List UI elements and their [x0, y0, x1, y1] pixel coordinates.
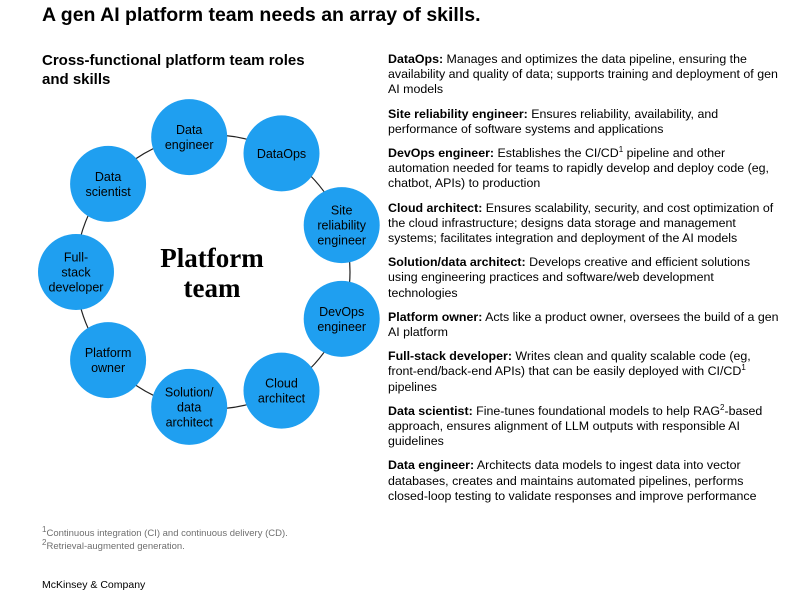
subheading: Cross-functional platform team roles and…	[42, 52, 305, 88]
role-node-label-line: DevOps	[319, 305, 364, 319]
role-desc-continued: pipeline and other automation needed for…	[388, 146, 769, 191]
role-node-label-line: Solution/	[165, 385, 214, 399]
role-node-label-line: architect	[166, 415, 214, 429]
role-node-circle	[243, 352, 320, 429]
footnote-number: 2	[42, 537, 47, 547]
role-node-label-line: engineer	[165, 138, 214, 152]
role-desc: Ensures scalability, security, and cost …	[388, 200, 774, 246]
footnote: 2Retrieval-augmented generation.	[42, 538, 288, 554]
role-node-label-line: scientist	[86, 185, 132, 199]
role-description: Platform owner: Acts like a product owne…	[388, 310, 780, 340]
role-name: Platform owner:	[388, 309, 483, 324]
role-desc: Acts like a product owner, oversees the …	[388, 309, 779, 340]
role-node-label-line: Data	[95, 170, 121, 184]
role-node-circle	[38, 234, 114, 310]
role-node-label-line: reliability	[317, 219, 366, 233]
footnote-number: 1	[42, 524, 47, 534]
role-description: Data engineer: Architects data models to…	[388, 458, 780, 504]
role-name: Solution/data architect:	[388, 255, 526, 270]
role-description: DevOps engineer: Establishes the CI/CD1 …	[388, 144, 780, 192]
role-node-circle	[70, 322, 147, 399]
role-desc: Establishes the CI/CD	[497, 146, 619, 161]
role-description: DataOps: Manages and optimizes the data …	[388, 52, 780, 98]
footnote: 1Continuous integration (CI) and continu…	[42, 524, 288, 541]
role-desc: Writes clean and quality scalable code (…	[388, 349, 751, 379]
role-name: DataOps:	[388, 52, 444, 66]
role-name: Full-stack developer:	[388, 349, 512, 364]
role-node-circle	[243, 115, 320, 192]
role-node-label-line: owner	[91, 361, 125, 375]
center-label-line: team	[183, 273, 241, 303]
brand-name: McKinsey & Company	[42, 579, 146, 591]
role-node-circle	[151, 99, 228, 176]
role-description: Full-stack developer: Writes clean and q…	[388, 349, 780, 395]
role-node-label-line: DataOps	[257, 147, 306, 161]
role-desc: Develops creative and efficient solution…	[388, 255, 751, 300]
role-node-label-line: engineer	[317, 234, 366, 248]
role-node-circle	[70, 145, 147, 222]
role-node-label-line: developer	[49, 281, 104, 295]
role-node-label-line: architect	[258, 392, 306, 406]
footnote-marker: 1	[618, 144, 624, 154]
footnotes: 1Continuous integration (CI) and continu…	[42, 524, 288, 554]
role-desc: Architects data models to ingest data in…	[388, 458, 757, 503]
role-name: Data engineer:	[388, 458, 475, 473]
role-node-label-line: engineer	[317, 320, 366, 334]
center-label-line: Platform	[160, 243, 264, 273]
headline: A gen AI platform team needs an array of…	[42, 4, 481, 26]
role-description: Data scientist: Fine-tunes foundational …	[388, 402, 780, 450]
role-desc: Fine-tunes foundational models to help R…	[476, 403, 720, 418]
role-desc-continued: -based approach, ensures alignment of LL…	[388, 403, 763, 449]
role-node-label-line: Full-	[64, 251, 88, 265]
role-desc-continued: pipelines	[388, 379, 437, 394]
footnote-text: Retrieval-augmented generation.	[46, 540, 185, 552]
role-name: DevOps engineer:	[388, 146, 495, 161]
role-desc: Ensures reliability, availability, and p…	[388, 106, 719, 136]
role-node-label-line: stack	[61, 266, 91, 280]
role-node-label-line: Platform	[85, 346, 132, 360]
role-description: Site reliability engineer: Ensures relia…	[388, 107, 780, 137]
role-node-label: DataOps	[257, 147, 306, 161]
role-node-circle	[151, 368, 228, 445]
center-label: Platform team	[140, 243, 284, 303]
role-description: Cloud architect: Ensures scalability, se…	[388, 201, 780, 247]
role-node-circle	[303, 187, 380, 264]
role-name: Cloud architect:	[388, 200, 483, 215]
footnote-text: Continuous integration (CI) and continuo…	[46, 528, 288, 539]
footnote-marker: 1	[741, 363, 746, 373]
role-node-circle	[303, 280, 380, 357]
role-node-dataops: DataOps	[243, 115, 320, 192]
role-node-label-line: Data	[176, 123, 202, 137]
role-desc: Manages and optimizes the data pipeline,…	[388, 52, 778, 97]
role-node-label-line: Cloud	[265, 377, 298, 391]
role-name: Data scientist:	[388, 403, 473, 418]
footnote-marker: 2	[719, 402, 725, 412]
role-description: Solution/data architect: Develops creati…	[388, 255, 780, 301]
role-node-label-line: Site	[331, 204, 353, 218]
role-node-label-line: data	[177, 400, 201, 414]
role-name: Site reliability engineer:	[388, 106, 528, 121]
role-descriptions-list: DataOps: Manages and optimizes the data …	[388, 52, 780, 513]
